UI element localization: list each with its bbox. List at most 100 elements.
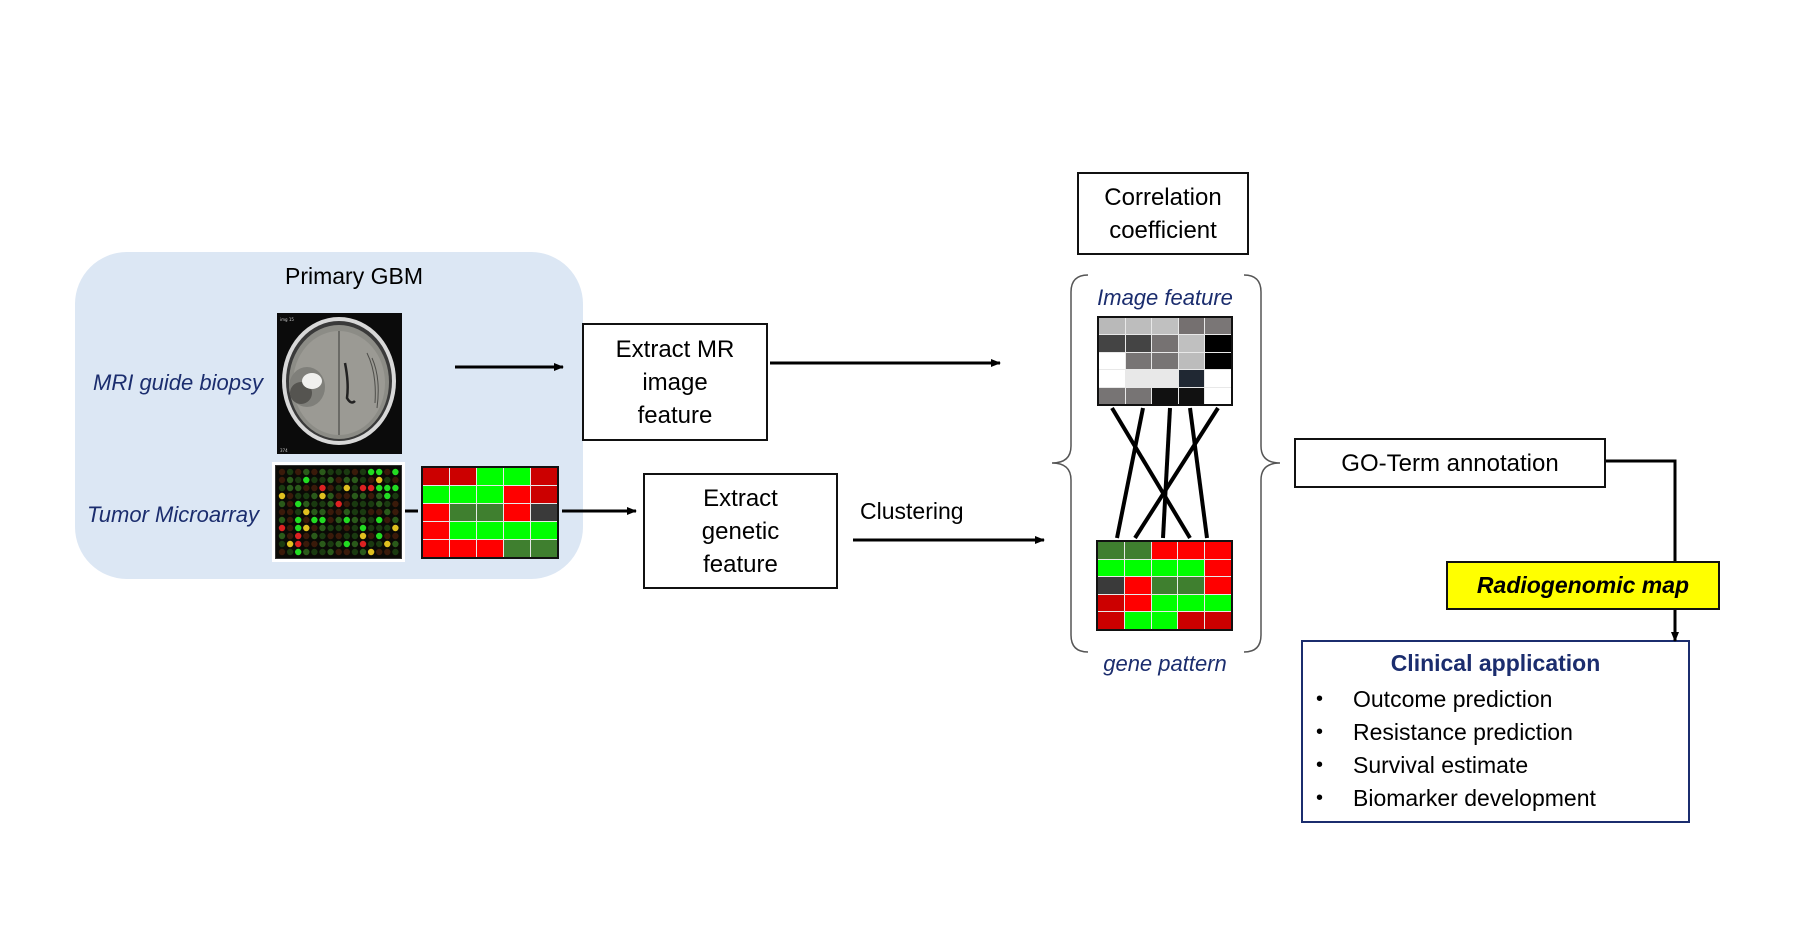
tumor-microarray-label: Tumor Microarray bbox=[87, 502, 259, 527]
correlation-links bbox=[1110, 406, 1220, 540]
microarray-spot bbox=[319, 468, 326, 476]
microarray-spot bbox=[343, 500, 350, 508]
expression-heatmap-cell bbox=[423, 540, 449, 557]
microarray-spot bbox=[392, 500, 399, 508]
microarray-spot bbox=[359, 516, 367, 524]
right-brace bbox=[1243, 274, 1281, 653]
microarray-spot bbox=[359, 532, 367, 540]
microarray-spot bbox=[278, 468, 286, 476]
microarray-spot bbox=[278, 508, 286, 516]
microarray-spot bbox=[376, 484, 383, 492]
microarray-spot bbox=[384, 508, 391, 516]
microarray-spot bbox=[278, 476, 286, 484]
image-feature-cell bbox=[1178, 370, 1205, 387]
microarray-spot bbox=[303, 468, 310, 476]
microarray-spot bbox=[303, 492, 310, 500]
bullet-icon: • bbox=[1316, 787, 1324, 809]
microarray-spot bbox=[343, 508, 350, 516]
microarray-spot bbox=[286, 516, 294, 524]
microarray-spot bbox=[384, 548, 391, 556]
clinical-application-box: Clinical application •Outcome prediction… bbox=[1301, 640, 1690, 823]
microarray-spot bbox=[319, 492, 326, 500]
microarray-spot bbox=[367, 516, 375, 524]
gene-pattern-cell bbox=[1205, 577, 1231, 594]
microarray-spot bbox=[367, 548, 375, 556]
gene-pattern-cell bbox=[1178, 542, 1205, 559]
microarray-spot bbox=[367, 508, 375, 516]
microarray-spot bbox=[343, 548, 350, 556]
expression-heatmap-cell bbox=[423, 522, 449, 539]
microarray-spot bbox=[343, 540, 350, 548]
gene-pattern-cell bbox=[1124, 577, 1151, 594]
microarray-spot bbox=[359, 524, 367, 532]
left-brace bbox=[1051, 274, 1089, 653]
microarray-spot bbox=[286, 468, 294, 476]
svg-text:img 15: img 15 bbox=[280, 317, 294, 322]
microarray-spot bbox=[295, 492, 302, 500]
microarray-spot bbox=[311, 532, 318, 540]
gene-pattern-cell bbox=[1124, 612, 1151, 629]
microarray-spot bbox=[343, 492, 350, 500]
gene-pattern-cell bbox=[1098, 559, 1124, 577]
gene-pattern-cell bbox=[1124, 559, 1151, 577]
brain-mri-drawing: img 15 374 bbox=[277, 313, 402, 454]
microarray-spot bbox=[311, 484, 318, 492]
microarray-spot bbox=[327, 500, 334, 508]
go-term-label: GO-Term annotation bbox=[1341, 449, 1559, 477]
clinical-item: •Survival estimate bbox=[1303, 749, 1596, 782]
expression-heatmap-cell bbox=[477, 522, 503, 539]
gene-pattern-cell bbox=[1205, 559, 1231, 577]
microarray-spot bbox=[278, 500, 286, 508]
image-feature-cell bbox=[1152, 370, 1178, 387]
clinical-item-label: Biomarker development bbox=[1353, 785, 1596, 811]
microarray-spots bbox=[278, 468, 399, 556]
microarray-spot bbox=[335, 548, 342, 556]
microarray-spot bbox=[392, 532, 399, 540]
microarray-spot bbox=[311, 500, 318, 508]
image-feature-cell bbox=[1125, 352, 1152, 370]
image-feature-cell bbox=[1152, 318, 1178, 335]
clinical-application-list: •Outcome prediction •Resistance predicti… bbox=[1303, 683, 1596, 815]
gene-pattern-cell bbox=[1098, 577, 1124, 594]
microarray-spot bbox=[278, 484, 286, 492]
image-feature-cell bbox=[1125, 318, 1152, 335]
microarray-spot bbox=[335, 468, 342, 476]
microarray-spot bbox=[384, 484, 391, 492]
expression-heatmap-cell bbox=[504, 486, 530, 503]
microarray-spot bbox=[367, 540, 375, 548]
microarray-spot bbox=[311, 524, 318, 532]
gene-pattern-cell bbox=[1205, 612, 1231, 629]
microarray-spot bbox=[384, 500, 391, 508]
image-feature-cell bbox=[1099, 318, 1125, 335]
image-feature-label: Image feature bbox=[1097, 285, 1233, 310]
microarray-spot bbox=[303, 524, 310, 532]
microarray-spot bbox=[343, 524, 350, 532]
microarray-spot bbox=[392, 548, 399, 556]
microarray-spot bbox=[392, 524, 399, 532]
microarray-spot bbox=[384, 516, 391, 524]
gene-pattern-cell bbox=[1205, 594, 1231, 612]
expression-heatmap-cell bbox=[531, 540, 557, 557]
gene-pattern-cell bbox=[1151, 542, 1178, 559]
microarray-spot bbox=[384, 492, 391, 500]
image-feature-cell bbox=[1205, 370, 1231, 387]
image-feature-cell bbox=[1205, 335, 1231, 352]
clinical-item-label: Survival estimate bbox=[1353, 752, 1529, 778]
expression-heatmap-cell bbox=[450, 468, 476, 485]
microarray-spot bbox=[335, 484, 342, 492]
microarray-spot bbox=[303, 532, 310, 540]
gene-pattern-cell bbox=[1098, 542, 1124, 559]
svg-text:374: 374 bbox=[280, 448, 288, 453]
microarray-spot bbox=[367, 500, 375, 508]
microarray-spot bbox=[359, 500, 367, 508]
clinical-item-label: Resistance prediction bbox=[1353, 719, 1573, 745]
microarray-spot bbox=[343, 484, 350, 492]
go-term-annotation-box: GO-Term annotation bbox=[1294, 438, 1606, 488]
expression-heatmap-cell bbox=[450, 504, 476, 521]
extract-genetic-line-1: Extract bbox=[703, 484, 778, 512]
microarray-spot bbox=[327, 516, 334, 524]
microarray-spot bbox=[343, 516, 350, 524]
microarray-spot bbox=[351, 492, 359, 500]
bullet-icon: • bbox=[1316, 688, 1324, 710]
microarray-spot bbox=[351, 524, 359, 532]
